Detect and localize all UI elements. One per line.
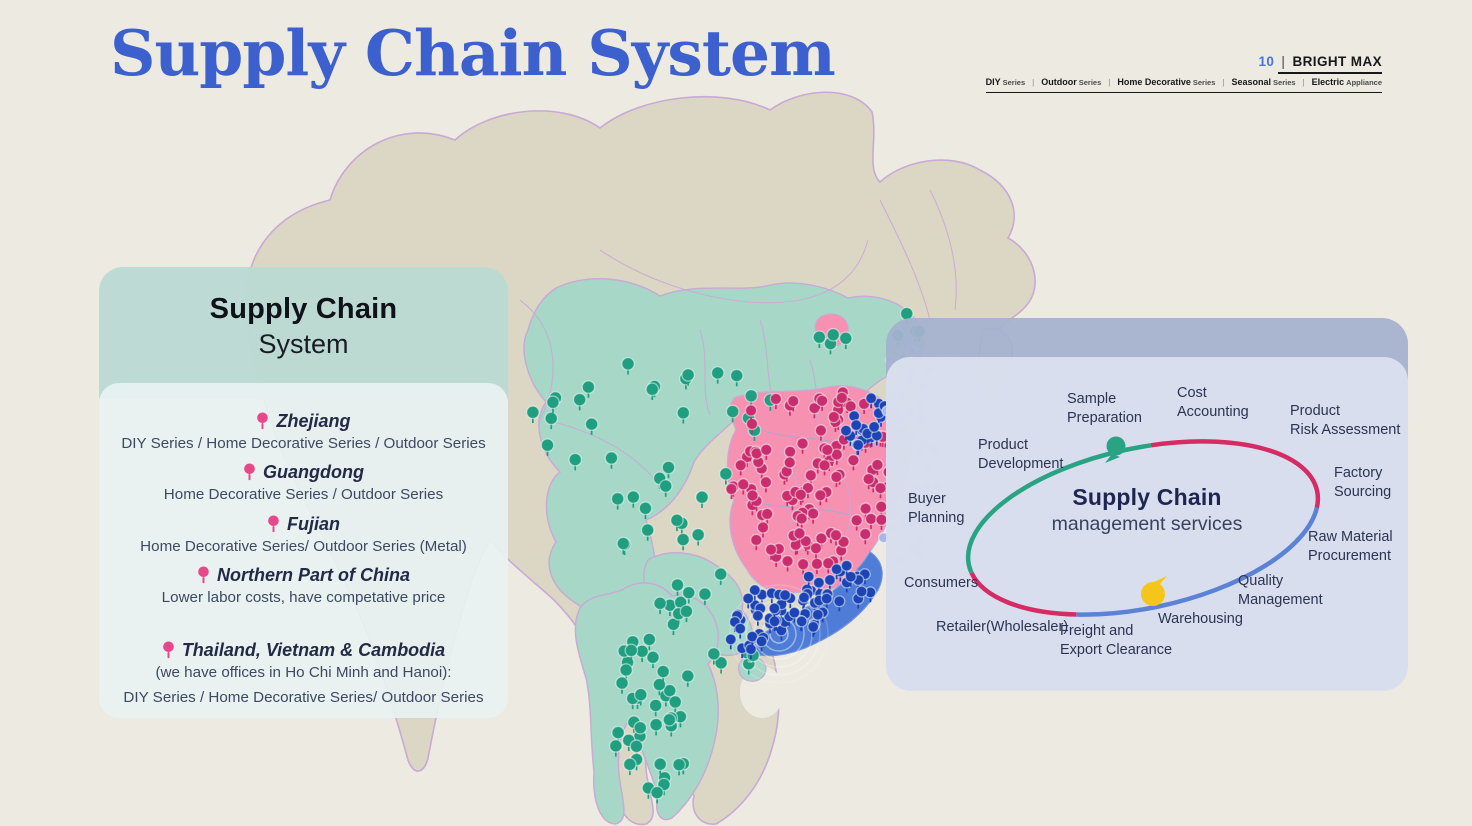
region-series-desc: DIY Series / Home Decorative Series/ Out…: [123, 688, 484, 706]
dot-cluster-teal-northeast: [676, 366, 778, 485]
dot-cluster-navy-coast-west: [728, 584, 829, 641]
dot-cluster-navy-tail: [724, 622, 770, 660]
region-series-desc: DIY Series / Home Decorative Series / Ou…: [121, 435, 486, 452]
brand-name-wrap: | BRIGHT MAX: [1278, 54, 1382, 74]
page-title: Supply Chain System: [110, 16, 836, 90]
map-pin-icon: [257, 412, 269, 430]
page-number: 10: [1258, 54, 1275, 69]
dot-cluster-crimson-central: [725, 386, 896, 575]
cycle-start-marker: [1105, 436, 1126, 463]
dot-cluster-teal-yunnan: [653, 567, 728, 636]
nav-separator: |: [1302, 78, 1305, 87]
map-pin-icon: [198, 566, 209, 584]
services-cycle-diagram: [965, 436, 1321, 617]
card-title-bold: Supply Chain: [209, 293, 398, 325]
cycle-arc-green: [965, 439, 1321, 617]
cycle-arc-blue: [965, 439, 1321, 617]
region-series-desc: Home Decorative Series / Outdoor Series: [163, 486, 444, 504]
brand-name: BRIGHT MAX: [1292, 54, 1382, 69]
brand-divider: |: [1281, 54, 1286, 69]
province-borders: [519, 189, 957, 551]
region-series-desc: Lower labor costs, have competative pric…: [161, 588, 446, 606]
services-card: Supply Chain management services Product…: [886, 318, 1408, 691]
dot-cluster-teal-indochina-s: [608, 687, 691, 804]
map-pin-icon: [268, 515, 279, 532]
region-series-desc: Home Decorative Series/ Outdoor Series (…: [140, 537, 467, 555]
cycle-arc-pink-upper: [965, 439, 1321, 617]
nav-separator: |: [1108, 78, 1111, 87]
region-name: Thailand, Vietnam & Cambodia: [181, 640, 446, 661]
cycle-milestone-marker: [1141, 576, 1167, 606]
region-series-desc: (we have offices in Ho Chi Minh and Hano…: [155, 664, 452, 682]
region-name: Northern Part of China: [216, 564, 410, 585]
dot-cluster-teal-northwest: [526, 356, 676, 490]
dot-cluster-navy-shanghai: [839, 392, 891, 455]
brand-line: 10 | BRIGHT MAX: [986, 54, 1382, 74]
region-item: Thailand, Vietnam & Cambodia (we have off…: [107, 640, 500, 710]
region-name: Zhejiang: [276, 411, 351, 431]
services-card-body: [886, 357, 1408, 691]
nav-separator: |: [1032, 78, 1035, 87]
dot-cluster-teal-central: [610, 479, 709, 556]
map-pin-icon: [244, 463, 255, 481]
region-name: Fujian: [287, 513, 340, 534]
region-name: Guangdong: [263, 462, 364, 483]
supply-chain-card-header: Supply Chain System: [99, 267, 508, 399]
card-title-light: System: [258, 329, 349, 359]
map-pin-icon: [163, 641, 174, 659]
nav-separator: |: [1222, 78, 1225, 87]
